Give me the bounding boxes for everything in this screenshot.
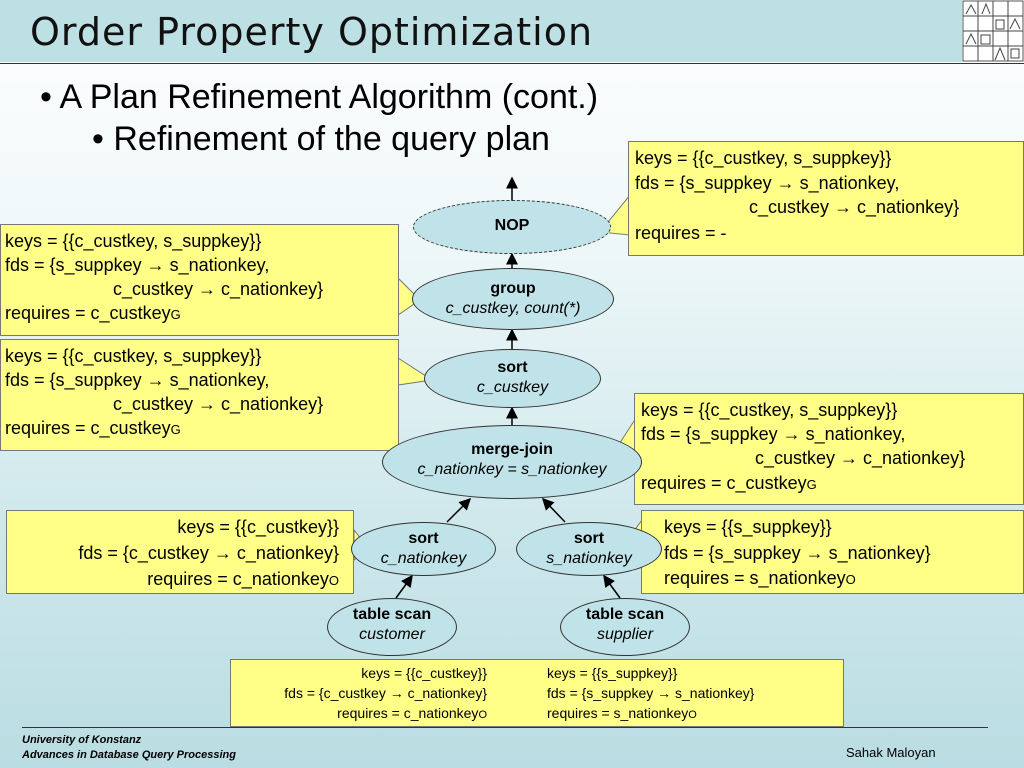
bottom-left-fds: fds = {c_custkey → c_nationkey} — [284, 685, 487, 701]
node-scan-customer: table scan customer — [327, 598, 457, 656]
merge-requires: requires = c_custkeyG — [641, 473, 817, 493]
node-sort-right: sort s_nationkey — [516, 522, 662, 576]
nop-fds: fds = {s_suppkey → s_nationkey, — [635, 173, 900, 193]
title-bar: Order Property Optimization — [0, 0, 962, 62]
right-keys: keys = {{s_suppkey}} — [664, 517, 832, 537]
group-fds: fds = {s_suppkey → s_nationkey, — [5, 255, 270, 275]
node-group-name: group — [490, 280, 536, 297]
node-merge-join-name: merge-join — [471, 441, 553, 458]
edge-sortr-merge — [541, 497, 566, 523]
node-sort-left: sort c_nationkey — [351, 522, 496, 576]
left-properties-note: keys = {{c_custkey}} fds = {c_custkey → … — [6, 510, 354, 594]
slide-title: Order Property Optimization — [30, 10, 594, 54]
footer-author: Sahak Maloyan — [846, 745, 936, 760]
node-sort-top-name: sort — [497, 359, 528, 376]
footer-rule — [22, 727, 988, 728]
node-sort-top-arg: c_custkey — [476, 379, 549, 396]
node-scan-customer-name: table scan — [352, 606, 432, 623]
node-group: group c_custkey, count(*) — [412, 268, 614, 330]
edge-sortl-merge — [446, 497, 472, 523]
bottom-left-requires: requires = c_nationkeyO — [337, 705, 487, 721]
node-merge-join: merge-join c_nationkey = s_nationkey — [382, 425, 642, 499]
node-sort-right-arg: s_nationkey — [546, 550, 632, 567]
bottom-properties-note: keys = {{c_custkey}} fds = {c_custkey → … — [230, 659, 844, 727]
edge-scanr-sortr — [603, 574, 621, 599]
node-sort-left-name: sort — [408, 530, 439, 547]
node-scan-supplier-arg: supplier — [596, 626, 654, 643]
node-scan-supplier: table scan supplier — [560, 598, 690, 656]
bullet-level1: • A Plan Refinement Algorithm (cont.) — [40, 78, 599, 116]
group-requires: requires = c_custkeyG — [5, 303, 181, 323]
group-keys: keys = {{c_custkey, s_suppkey}} — [5, 231, 262, 251]
bottom-right-requires: requires = s_nationkeyO — [547, 705, 697, 721]
footer-university: University of Konstanz — [22, 734, 142, 746]
nop-properties-note: keys = {{c_custkey, s_suppkey}} fds = {s… — [628, 141, 1024, 256]
nop-keys: keys = {{c_custkey, s_suppkey}} — [635, 148, 892, 168]
logo-icon — [962, 0, 1024, 62]
node-sort-left-arg: c_nationkey — [380, 550, 467, 567]
nop-requires: requires = - — [635, 223, 727, 243]
merge-fds: fds = {s_suppkey → s_nationkey, — [641, 424, 906, 444]
sort-requires: requires = c_custkeyG — [5, 418, 181, 438]
sort-keys: keys = {{c_custkey, s_suppkey}} — [5, 346, 262, 366]
merge-fds-cont: c_custkey → c_nationkey} — [755, 448, 966, 468]
bottom-right-keys: keys = {{s_suppkey}} — [547, 665, 678, 681]
node-group-arg: c_custkey, count(*) — [445, 300, 581, 317]
bottom-left-keys: keys = {{c_custkey}} — [361, 665, 487, 681]
group-properties-note: keys = {{c_custkey, s_suppkey}} fds = {s… — [0, 224, 399, 336]
sort-fds: fds = {s_suppkey → s_nationkey, — [5, 370, 270, 390]
node-merge-join-arg: c_nationkey = s_nationkey — [417, 461, 607, 478]
right-requires: requires = s_nationkeyO — [664, 568, 856, 588]
bullet-level2: • Refinement of the query plan — [92, 120, 550, 158]
bottom-right-fds: fds = {s_suppkey → s_nationkey} — [547, 685, 755, 701]
node-sort-top: sort c_custkey — [424, 349, 601, 408]
node-scan-supplier-name: table scan — [585, 606, 665, 623]
footer-text: University of Konstanz Advances in Datab… — [22, 733, 236, 763]
edge-scanl-sortl — [395, 574, 413, 599]
merge-properties-note: keys = {{c_custkey, s_suppkey}} fds = {s… — [634, 393, 1024, 505]
footer-course: Advances in Database Query Processing — [22, 749, 236, 761]
sort-properties-note: keys = {{c_custkey, s_suppkey}} fds = {s… — [0, 339, 399, 451]
node-sort-right-name: sort — [573, 530, 605, 547]
title-rule — [0, 63, 1024, 64]
sort-fds-cont: c_custkey → c_nationkey} — [113, 394, 324, 414]
left-requires: requires = c_nationkeyO — [147, 569, 339, 589]
left-keys: keys = {{c_custkey}} — [177, 517, 339, 537]
node-nop: NOP — [413, 200, 611, 254]
node-scan-customer-arg: customer — [359, 626, 425, 643]
nop-fds-cont: c_custkey → c_nationkey} — [749, 197, 960, 217]
university-logo — [962, 0, 1024, 62]
group-fds-cont: c_custkey → c_nationkey} — [113, 279, 324, 299]
right-fds: fds = {s_suppkey → s_nationkey} — [664, 543, 931, 563]
right-properties-note: keys = {{s_suppkey}} fds = {s_suppkey → … — [641, 510, 1024, 594]
merge-keys: keys = {{c_custkey, s_suppkey}} — [641, 400, 898, 420]
left-fds: fds = {c_custkey → c_nationkey} — [78, 543, 339, 563]
